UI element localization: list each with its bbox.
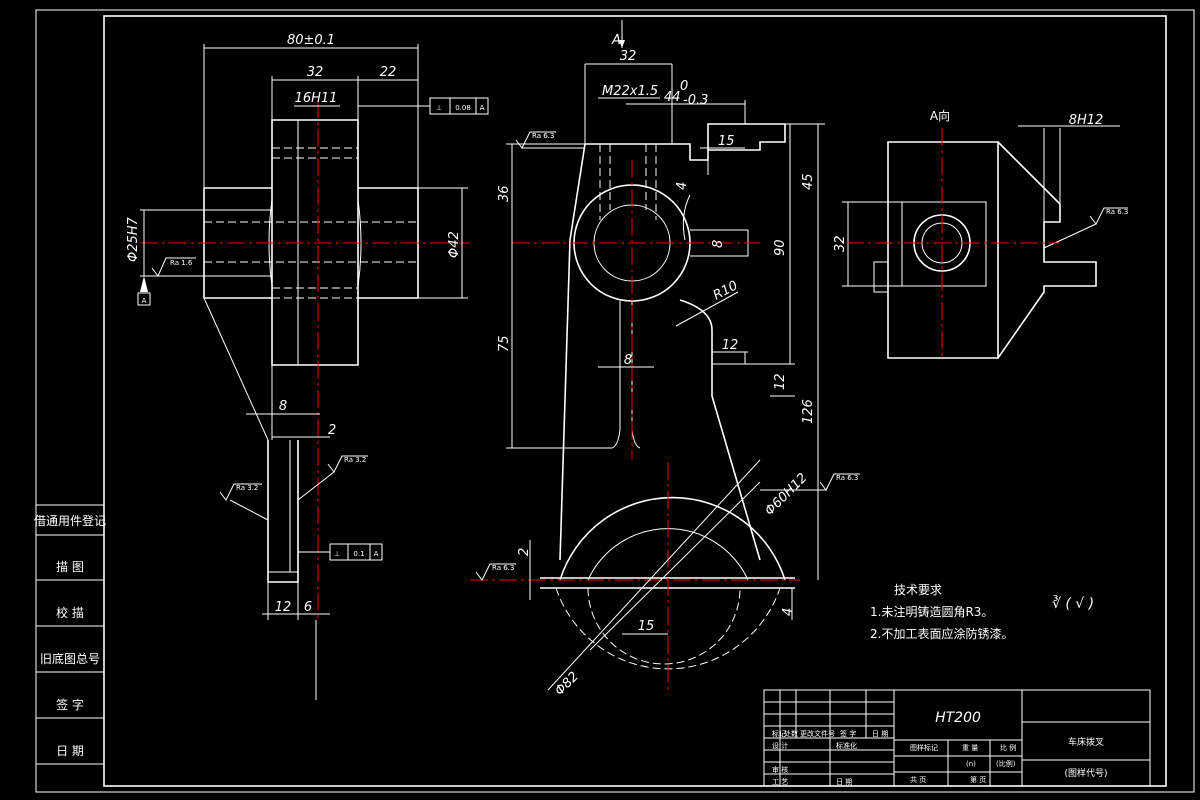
material-label: HT200: [935, 710, 981, 726]
svg-text:更改文件号: 更改文件号: [800, 729, 835, 738]
dim-right-offset: 22: [380, 65, 397, 80]
svg-text:⊥: ⊥: [334, 550, 340, 558]
dim-fork-bore: Φ60H12: [762, 471, 810, 519]
tech-item-1: 1.未注明铸造圆角R3。: [870, 604, 993, 619]
svg-text:6: 6: [304, 600, 312, 615]
svg-text:8H12: 8H12: [1069, 113, 1104, 128]
inner-frame: [103, 15, 1167, 787]
svg-text:36: 36: [497, 185, 512, 202]
svg-text:比 例: 比 例: [1000, 743, 1016, 752]
roughness-note: ∛ ( √ ): [1052, 595, 1094, 612]
svg-text:8: 8: [624, 353, 632, 368]
fork-arm: [267, 440, 299, 583]
svg-text:44: 44: [664, 90, 681, 105]
svg-text:标准化: 标准化: [836, 741, 857, 750]
svg-text:共 页: 共 页: [910, 775, 926, 784]
svg-text:处数: 处数: [784, 729, 798, 738]
side-label-4: 签 字: [56, 697, 84, 712]
drawing-code: (图样代号): [1064, 767, 1107, 779]
svg-text:A: A: [374, 550, 379, 558]
dim-bore: Φ25H7: [126, 216, 141, 262]
svg-text:2: 2: [517, 548, 532, 556]
svg-text:日 期: 日 期: [872, 730, 888, 738]
left-view: 80±0.1 32 22 16H11 ⊥ 0.08 A Φ25H7 A Ra 1…: [126, 33, 489, 700]
svg-text:15: 15: [638, 619, 655, 634]
svg-text:Ra 3.2: Ra 3.2: [344, 456, 366, 464]
svg-text:-0.3: -0.3: [683, 93, 708, 108]
dim-hub-width: 32: [307, 65, 324, 80]
svg-text:2: 2: [328, 423, 336, 438]
dim-slot-width: 16H11: [295, 91, 338, 106]
svg-text:Ra 3.2: Ra 3.2: [236, 484, 258, 492]
svg-text:Ra 6.3: Ra 6.3: [492, 564, 514, 572]
svg-text:Ra 1.6: Ra 1.6: [170, 259, 193, 267]
svg-text:第 页: 第 页: [970, 775, 986, 784]
svg-text:签 字: 签 字: [840, 729, 856, 738]
dim-fork-outer: Φ82: [552, 669, 582, 699]
svg-text:A: A: [480, 104, 485, 112]
perp-value: 0.08: [455, 104, 471, 112]
svg-text:重 量: 重 量: [962, 744, 978, 752]
svg-text:126: 126: [801, 399, 816, 424]
svg-text:Ra 6.3: Ra 6.3: [1106, 208, 1128, 216]
svg-text:Ra 6.3: Ra 6.3: [532, 132, 554, 140]
svg-text:标记: 标记: [772, 729, 786, 738]
tech-heading: 技术要求: [894, 583, 942, 597]
tech-item-2: 2.不加工表面应涂防锈漆。: [870, 626, 1013, 641]
part-name: 车床拨叉: [1068, 736, 1104, 748]
title-block: 标记 处数 更改文件号 签 字 日 期 设 计 标准化 审 核 工 艺 日 期 …: [763, 689, 1151, 787]
side-label-3: 旧底图总号: [40, 651, 100, 666]
a-view: A向 8H12 32 Ra 6.3: [833, 108, 1128, 360]
side-label-2: 校 描: [56, 605, 84, 620]
svg-text:4: 4: [675, 182, 690, 190]
svg-text:15: 15: [718, 134, 735, 149]
svg-text:8: 8: [711, 240, 726, 248]
svg-text:12: 12: [275, 600, 292, 615]
outer-border: [35, 9, 1195, 793]
svg-text:Ra 6.3: Ra 6.3: [836, 474, 858, 482]
svg-text:(n): (n): [966, 760, 976, 768]
svg-text:图样标记: 图样标记: [910, 743, 938, 752]
svg-text:12: 12: [722, 338, 739, 353]
svg-text:设 计: 设 计: [772, 741, 788, 750]
a-view-label: A向: [930, 108, 950, 123]
svg-text:日 期: 日 期: [836, 778, 852, 786]
svg-text:(比例): (比例): [996, 759, 1016, 768]
tech-requirements: 技术要求 1.未注明铸造圆角R3。 2.不加工表面应涂防锈漆。 ∛ ( √ ): [870, 583, 1094, 641]
svg-text:4: 4: [781, 608, 796, 616]
side-label-5: 日 期: [56, 744, 84, 758]
datum-a: A: [142, 297, 147, 305]
body-left-edge: [559, 143, 586, 561]
svg-text:12: 12: [773, 373, 788, 390]
svg-text:0.1: 0.1: [353, 550, 364, 558]
svg-text:工 艺: 工 艺: [772, 778, 788, 786]
dim-overall-width: 80±0.1: [287, 33, 335, 48]
svg-text:审 核: 审 核: [772, 765, 788, 774]
front-view: A 32 M22x1.5 44 0 -0.3 15 4 Ra 6.3 36 75…: [470, 20, 860, 699]
dim-thread: M22x1.5: [602, 84, 658, 99]
svg-text:R10: R10: [711, 278, 741, 303]
side-label-1: 描 图: [56, 560, 84, 574]
view-arrow-a: A: [611, 33, 621, 48]
svg-text:0: 0: [680, 79, 688, 94]
svg-text:⊥: ⊥: [436, 104, 442, 112]
dim-outer-diameter: Φ42: [447, 231, 462, 258]
svg-text:90: 90: [773, 239, 788, 256]
svg-text:32: 32: [833, 235, 848, 252]
svg-text:32: 32: [620, 49, 637, 64]
body-right-edge: [711, 364, 761, 561]
fork-outer-arc: [559, 496, 786, 581]
side-label-0: 借通用件登记: [34, 513, 106, 528]
svg-text:75: 75: [497, 335, 512, 352]
svg-text:8: 8: [279, 399, 287, 414]
side-strip: 借通用件登记 描 图 校 描 旧底图总号 签 字 日 期: [34, 504, 106, 765]
svg-text:45: 45: [801, 173, 816, 190]
